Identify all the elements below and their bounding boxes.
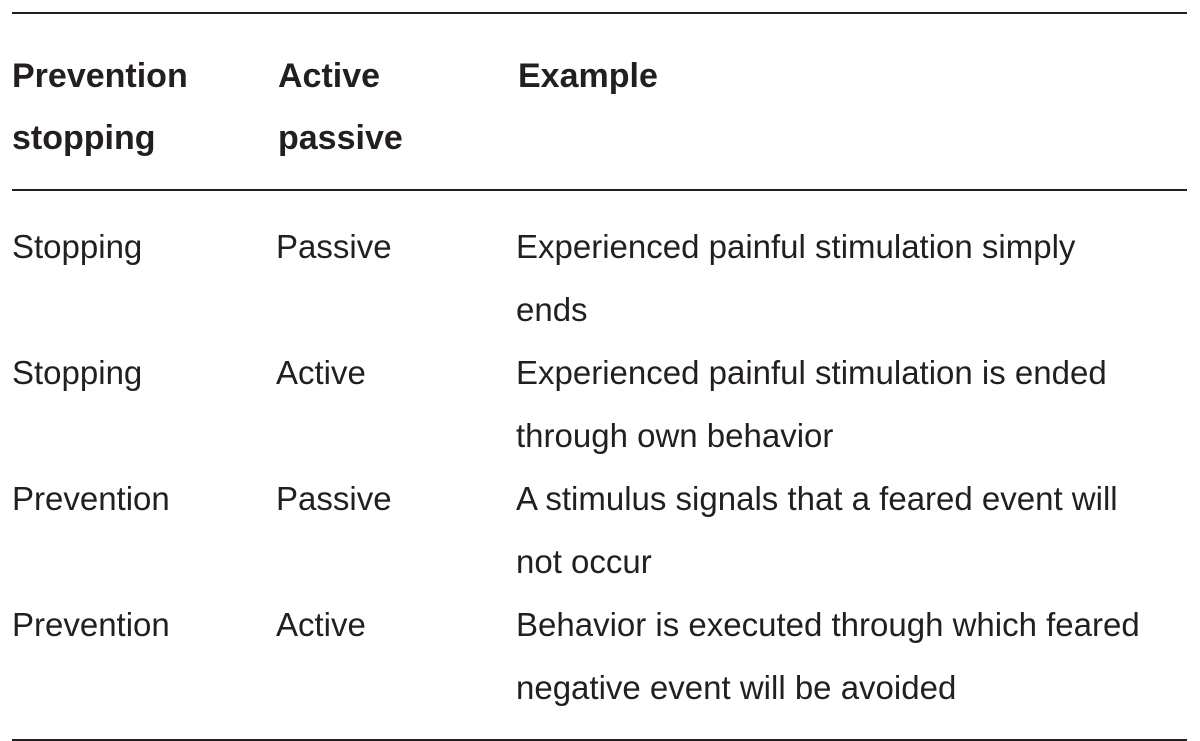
cell-prevention-stopping: Stopping — [12, 354, 143, 391]
table-header-row: Prevention stopping Active passive Examp… — [12, 14, 1187, 189]
cell-example: Behavior is executed through which feare… — [516, 606, 1140, 706]
header-line: Prevention — [12, 57, 188, 95]
header-line: Active — [278, 57, 381, 95]
header-active-passive: Active passive — [276, 45, 518, 169]
cell-example: Experienced painful stimulation simply e… — [516, 228, 1076, 328]
cell-active-passive: Passive — [276, 228, 392, 265]
cell-prevention-stopping: Stopping — [12, 228, 143, 265]
avoidance-table: Prevention stopping Active passive Examp… — [12, 12, 1187, 741]
cell-active-passive: Passive — [276, 480, 392, 517]
header-rule — [12, 189, 1187, 191]
top-rule — [12, 12, 1187, 14]
header-line: stopping — [12, 119, 156, 157]
table-row: Stopping Active Experienced painful stim… — [12, 341, 1187, 467]
header-prevention-stopping: Prevention stopping — [12, 45, 276, 169]
cell-active-passive: Active — [276, 606, 366, 643]
cell-example: A stimulus signals that a feared event w… — [516, 480, 1118, 580]
header-example: Example — [518, 45, 1187, 169]
cell-active-passive: Active — [276, 354, 366, 391]
cell-example: Experienced painful stimulation is ended… — [516, 354, 1107, 454]
header-line: passive — [278, 119, 403, 157]
table-row: Stopping Passive Experienced painful sti… — [12, 215, 1187, 341]
table-body: Stopping Passive Experienced painful sti… — [12, 191, 1187, 739]
cell-prevention-stopping: Prevention — [12, 480, 170, 517]
table-row: Prevention Passive A stimulus signals th… — [12, 467, 1187, 593]
table-row: Prevention Active Behavior is executed t… — [12, 593, 1187, 719]
header-line: Example — [518, 57, 658, 95]
cell-prevention-stopping: Prevention — [12, 606, 170, 643]
